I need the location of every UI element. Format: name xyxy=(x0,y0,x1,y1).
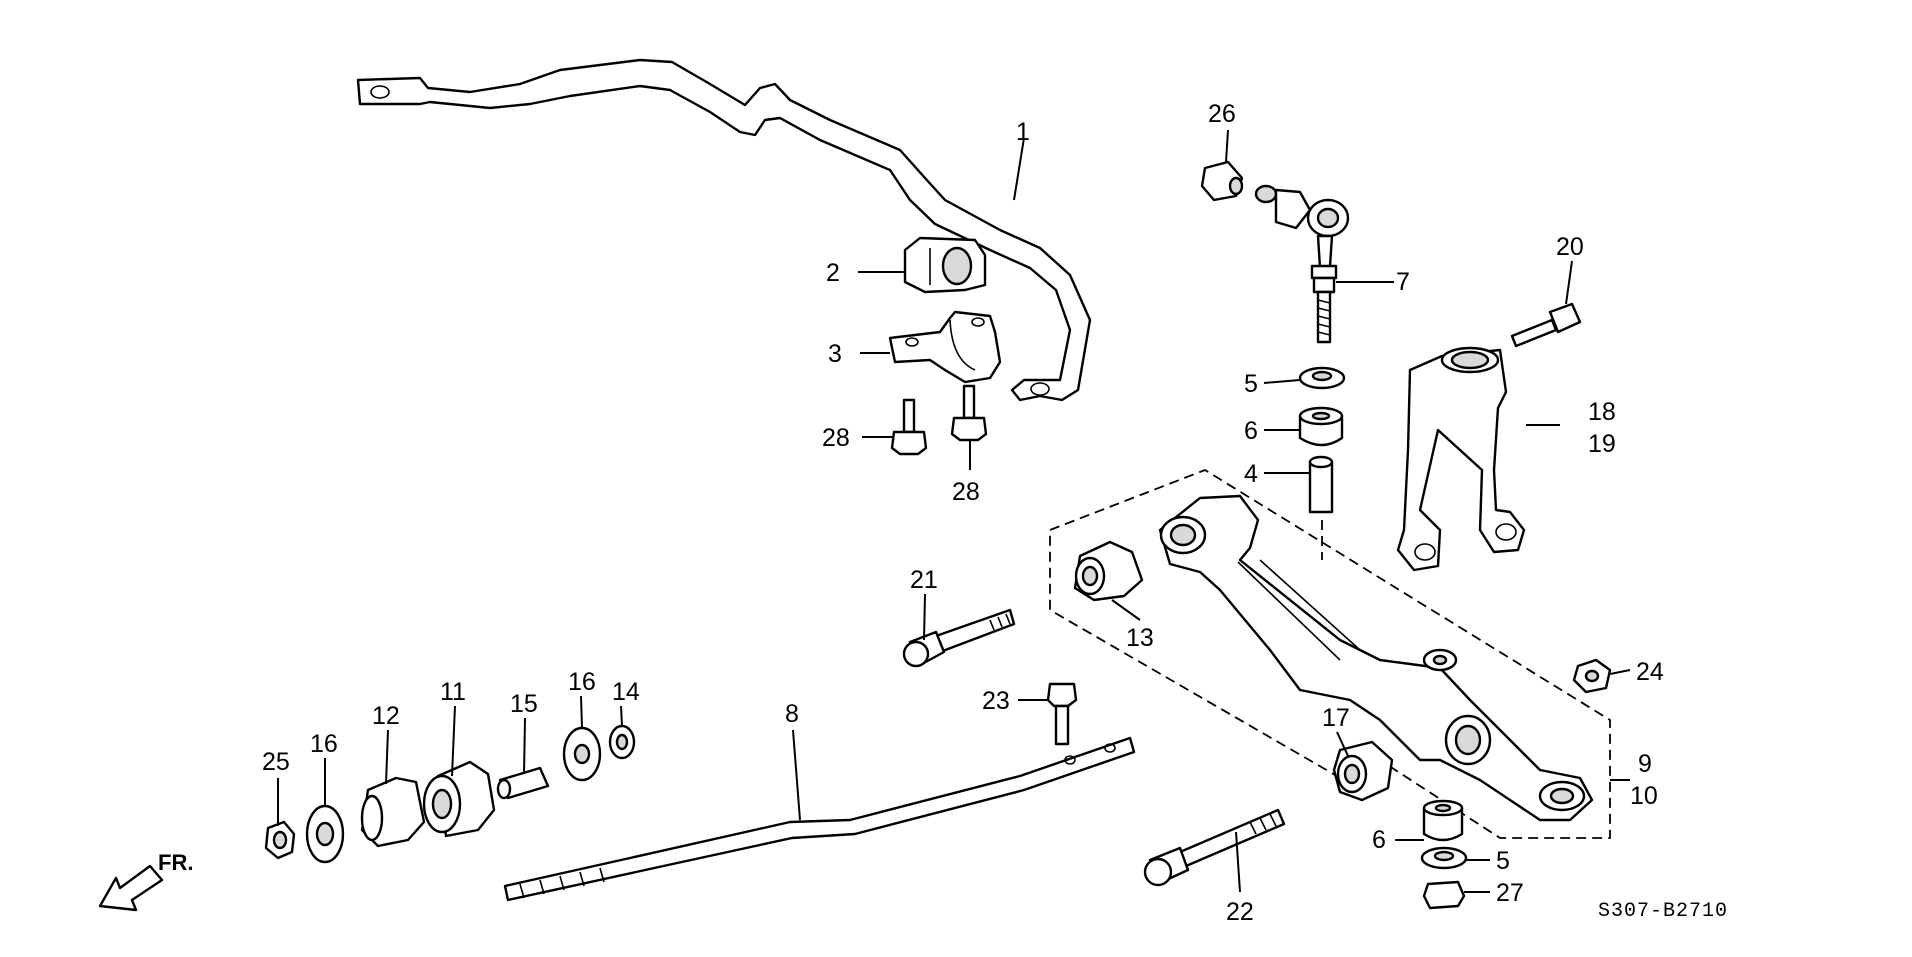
compliance-bushing-13 xyxy=(1073,540,1144,602)
link-bushing-lower xyxy=(1422,799,1464,842)
diagram-code: S307-B2710 xyxy=(1598,900,1728,923)
flange-bolt-b xyxy=(950,384,988,442)
callout-9: 9 xyxy=(1638,750,1652,778)
radius-rod-bushing-12 xyxy=(360,776,426,848)
callout-27: 27 xyxy=(1496,879,1524,907)
compliance-bushing-17 xyxy=(1332,740,1394,802)
callout-19: 19 xyxy=(1588,430,1616,458)
callout-28-b: 28 xyxy=(952,478,980,506)
arm-bolt-22 xyxy=(1143,808,1286,887)
callout-10: 10 xyxy=(1630,782,1658,810)
stabilizer-link xyxy=(1254,184,1350,344)
washer-14 xyxy=(608,724,636,760)
collar-15 xyxy=(496,766,550,800)
arm-bolt-21 xyxy=(902,608,1016,668)
callout-1: 1 xyxy=(1016,118,1030,146)
callout-22: 22 xyxy=(1226,898,1254,926)
callout-7: 7 xyxy=(1396,268,1410,296)
callout-21: 21 xyxy=(910,566,938,594)
callout-23: 23 xyxy=(982,687,1010,715)
callout-28-a: 28 xyxy=(822,424,850,452)
callout-5-lower: 5 xyxy=(1496,847,1510,875)
callout-11: 11 xyxy=(440,678,466,706)
lower-arm-frame xyxy=(1049,468,1611,839)
lower-arm xyxy=(1158,494,1594,822)
callout-14: 14 xyxy=(612,678,640,706)
leader-lines xyxy=(277,129,1631,893)
callout-18: 18 xyxy=(1588,398,1616,426)
callout-15: 15 xyxy=(510,690,538,718)
front-direction-arrow: FR. xyxy=(98,850,193,912)
cup-washer-left xyxy=(305,804,345,864)
callout-12: 12 xyxy=(372,702,400,730)
self-locking-nut-25 xyxy=(264,820,296,860)
callout-6-lower: 6 xyxy=(1372,826,1386,854)
radius-rod-bushing-11 xyxy=(422,760,496,838)
callouts: 1 2 3 28 28 26 7 5 6 4 20 18 19 9 10 13 … xyxy=(262,100,1664,926)
link-bushing-upper xyxy=(1298,406,1344,447)
washer-lower xyxy=(1420,846,1468,870)
cup-washer-right xyxy=(562,726,602,782)
damper-fork xyxy=(1396,346,1526,572)
radius-rod xyxy=(503,736,1136,902)
callout-16-left: 16 xyxy=(310,730,338,758)
callout-24: 24 xyxy=(1636,658,1664,686)
washer-upper xyxy=(1298,366,1346,390)
callout-17: 17 xyxy=(1322,704,1350,732)
callout-20: 20 xyxy=(1556,233,1584,261)
stabilizer-bar xyxy=(356,58,1092,402)
callout-5-upper: 5 xyxy=(1244,370,1258,398)
self-locking-nut-26 xyxy=(1200,160,1244,202)
callout-3: 3 xyxy=(828,340,842,368)
callout-2: 2 xyxy=(826,259,840,287)
flange-bolt-a xyxy=(890,398,928,456)
link-collar xyxy=(1308,455,1334,514)
self-locking-nut-24 xyxy=(1572,658,1612,694)
callout-16-right: 16 xyxy=(568,668,596,696)
self-locking-nut-27 xyxy=(1422,880,1466,910)
callout-26: 26 xyxy=(1208,100,1236,128)
callout-4: 4 xyxy=(1244,460,1258,488)
stabilizer-bushing xyxy=(903,236,987,294)
callout-8: 8 xyxy=(785,700,799,728)
bushing-holder xyxy=(888,310,1002,384)
callout-13: 13 xyxy=(1126,624,1154,652)
callout-25: 25 xyxy=(262,748,290,776)
callout-6-upper: 6 xyxy=(1244,417,1258,445)
flange-bolt-23 xyxy=(1046,682,1078,746)
fork-bolt xyxy=(1510,302,1582,348)
svg-text:FR.: FR. xyxy=(158,850,193,875)
